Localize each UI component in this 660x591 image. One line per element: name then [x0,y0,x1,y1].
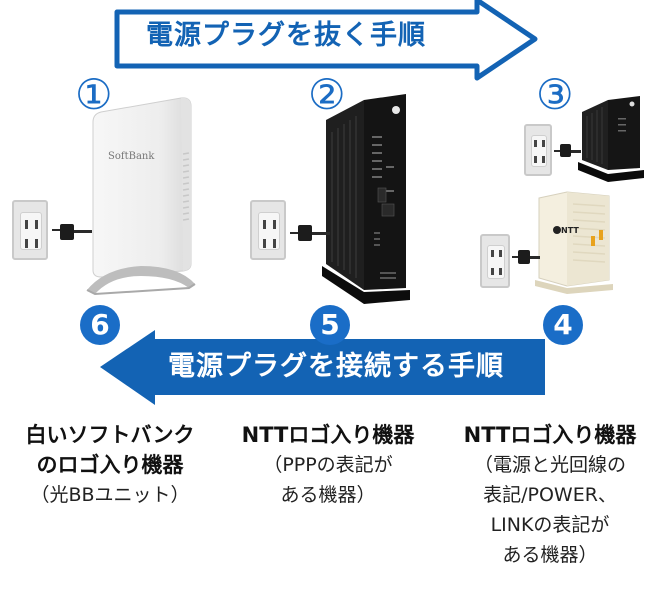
outlet-icon [524,124,552,176]
plug-icon [560,144,571,157]
step-3-badge: ③ [536,70,574,119]
softbank-router-image [86,97,196,296]
step-5-badge: 5 [310,305,350,345]
caption-note: LINKの表記が [490,514,610,536]
caption-title: NTTロゴ入り機器 [463,423,637,447]
caption-ntt-onu: NTTロゴ入り機器 （電源と光回線の 表記/POWER、 LINKの表記が ある… [440,420,660,570]
step-6-badge: 6 [80,305,120,345]
ntt-ppp-router-image [322,94,410,304]
outlet-icon [480,234,510,288]
plug-icon [518,250,530,264]
ntt-onu-cream-image [535,191,613,294]
plugin-order-label: 電源プラグを接続する手順 [168,351,504,382]
plug-icon [298,225,312,241]
caption-title: 白いソフトバンク [25,423,195,447]
arrow-right-icon [114,0,538,81]
caption-ntt-ppp: NTTロゴ入り機器 （PPPの表記が ある機器） [218,420,438,510]
step-4-badge: 4 [543,305,583,345]
outlet-icon [250,200,286,260]
ntt-onu-black-image [578,96,644,182]
caption-title: NTTロゴ入り機器 [241,423,415,447]
caption-note: （光BBユニット） [30,484,190,506]
step-1-badge: ① [75,70,113,119]
caption-note: ある機器） [502,544,598,566]
softbank-logo: SoftBank [108,151,155,162]
caption-note: 表記/POWER、 [483,484,617,506]
arrow-left-icon [100,330,545,405]
step-2-badge: ② [308,70,346,119]
outlet-icon [12,200,48,260]
unplug-order-label: 電源プラグを抜く手順 [146,20,426,51]
caption-note: ある機器） [280,484,376,506]
caption-softbank-unit: 白いソフトバンク のロゴ入り機器 （光BBユニット） [0,420,220,510]
ntt-logo: NTT [561,226,579,235]
caption-title: のロゴ入り機器 [36,453,184,477]
caption-note: （PPPの表記が [263,454,393,476]
plug-icon [60,224,74,240]
caption-note: （電源と光回線の [473,454,626,476]
